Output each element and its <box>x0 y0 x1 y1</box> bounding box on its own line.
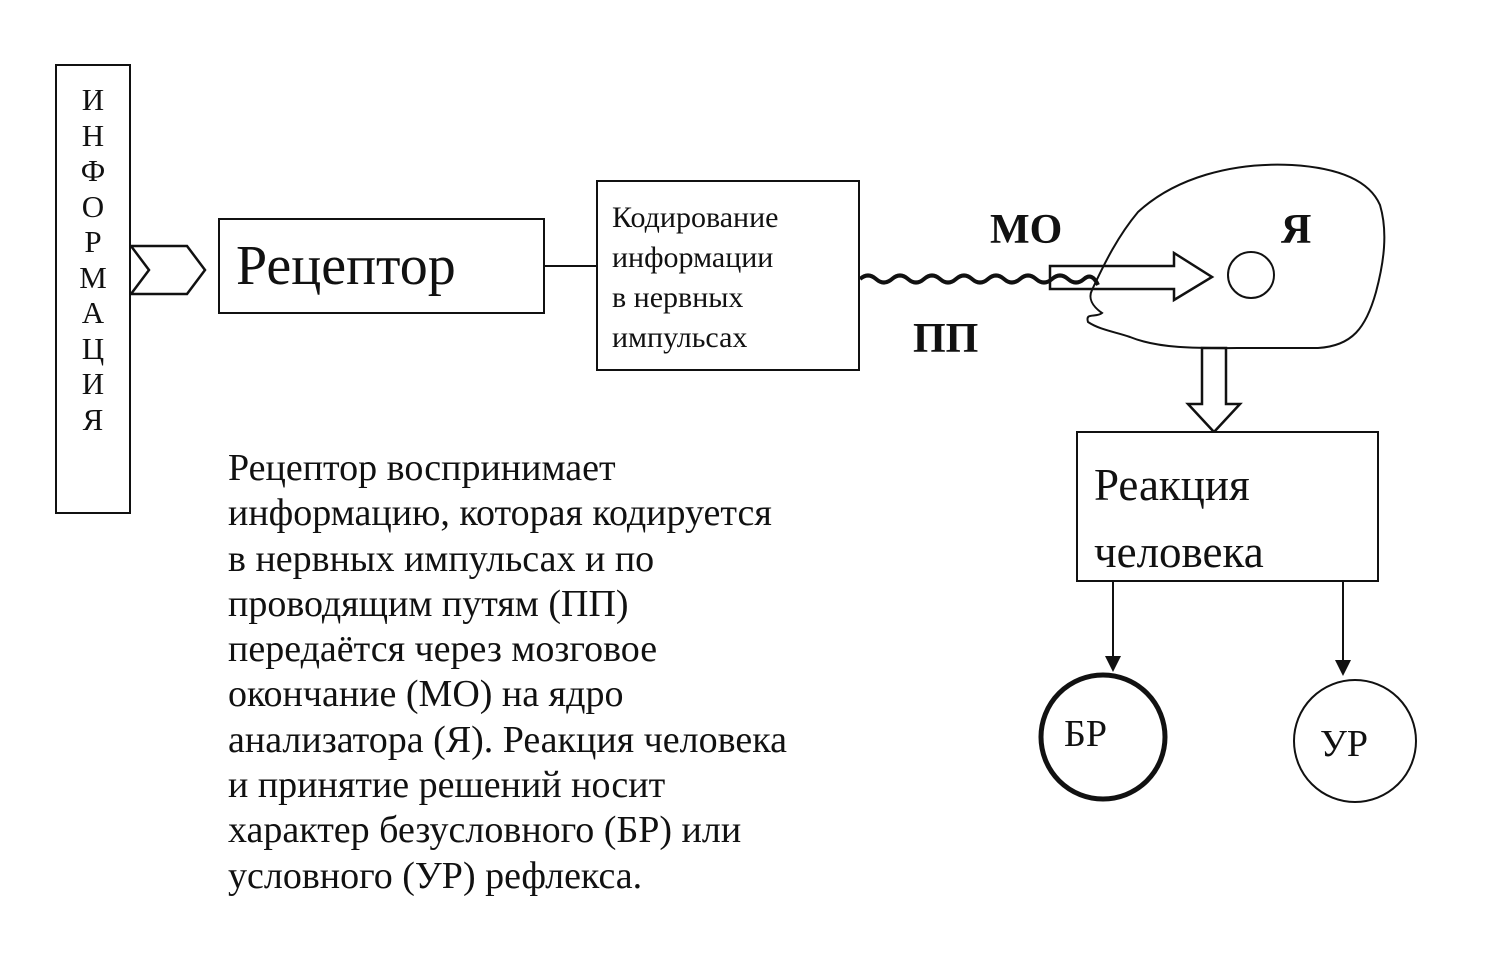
coding-line: импульсах <box>612 321 748 354</box>
info-letter: М <box>79 259 107 295</box>
receptor-box: Рецептор <box>218 218 545 314</box>
coding-line: информации <box>612 241 774 274</box>
description-line: окончание (МО) на ядро <box>228 673 624 716</box>
info-letter: Р <box>84 224 102 259</box>
description-text: Рецептор воспринимает информацию, котора… <box>228 446 988 896</box>
down-hollow-arrow <box>1185 346 1243 434</box>
description-line: и принятие решений носит <box>228 764 666 807</box>
reaction-box: Реакция человека <box>1076 431 1379 582</box>
head-outline <box>1086 163 1386 350</box>
info-letter: А <box>81 295 105 330</box>
info-chevron-arrow <box>128 244 207 296</box>
coding-line: Кодирование <box>612 201 779 234</box>
description-line: информацию, которая кодируется <box>228 492 772 535</box>
reaction-line: Реакция <box>1094 460 1250 510</box>
arrow-to-ur-head <box>1335 660 1351 676</box>
pp-label: ПП <box>913 316 979 362</box>
information-vertical-box: И Н Ф О Р М А Ц И Я <box>55 64 131 514</box>
info-letter: Ф <box>80 153 106 188</box>
coding-line: в нервных <box>612 281 744 314</box>
nerve-pathway-wave <box>858 273 1100 286</box>
description-line: Рецептор воспринимает <box>228 447 616 489</box>
ur-label: УР <box>1320 723 1369 765</box>
description-line: анализатора (Я). Реакция человека <box>228 718 787 761</box>
receptor-label: Рецептор <box>236 235 456 297</box>
ya-label: Я <box>1281 207 1312 253</box>
arrow-to-br-head <box>1105 656 1121 672</box>
description-line: в нервных импульсах и по <box>228 537 655 580</box>
info-letter: Н <box>81 117 105 153</box>
mo-double-arrow <box>1048 250 1215 303</box>
description-line: условного (УР) рефлекса. <box>228 854 643 896</box>
reaction-line: человека <box>1094 527 1264 577</box>
br-label: БР <box>1064 713 1107 755</box>
info-letter: И <box>81 366 105 401</box>
mo-label: МО <box>990 207 1063 253</box>
ur-circle <box>1293 679 1417 803</box>
description-line: передаётся через мозговое <box>228 628 658 671</box>
info-letter: Я <box>82 401 104 437</box>
description-line: характер безусловного (БР) или <box>228 809 742 852</box>
nucleus-circle <box>1227 251 1275 299</box>
description-line: проводящим путям (ПП) <box>228 582 629 625</box>
br-circle <box>1038 672 1168 802</box>
info-letter: И <box>81 82 105 117</box>
info-letter: О <box>81 188 105 224</box>
coding-box: Кодирование информации в нервных импульс… <box>596 180 860 371</box>
info-letter: Ц <box>81 330 105 366</box>
